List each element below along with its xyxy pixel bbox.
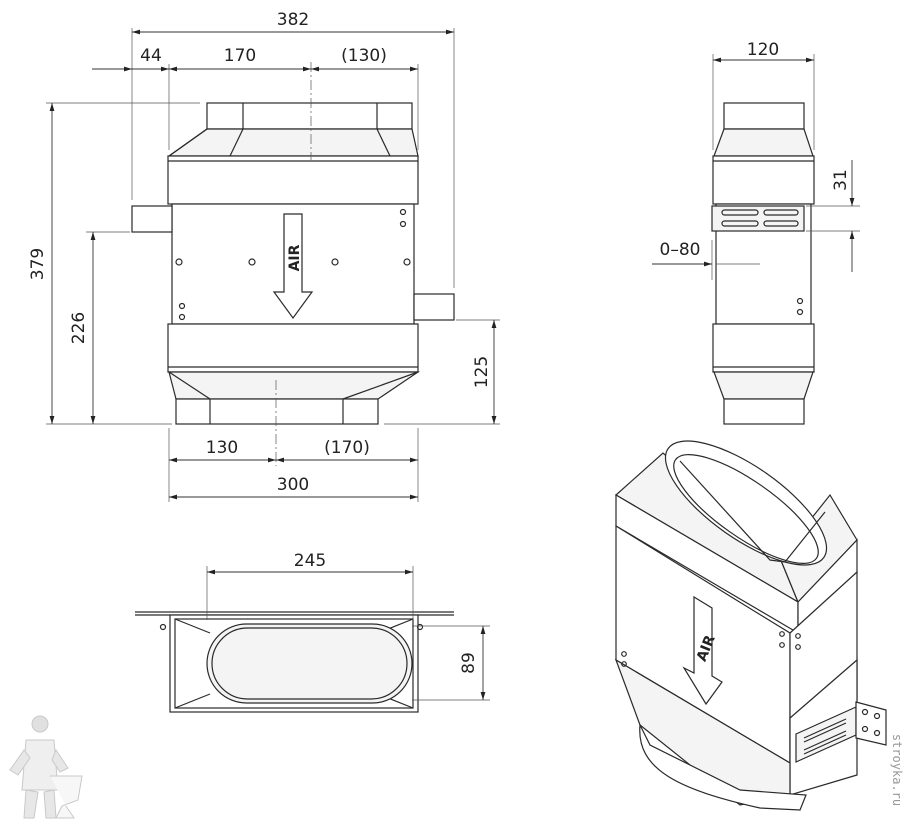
airflow-label: AIR bbox=[287, 244, 303, 271]
isometric-view: AIR bbox=[614, 440, 887, 811]
svg-text:170: 170 bbox=[224, 46, 256, 66]
dimension-382: 382 bbox=[132, 10, 454, 35]
dimension-245: 245 bbox=[207, 551, 413, 575]
dimension-44: 44 bbox=[92, 46, 169, 72]
dimension-170-top: 170 bbox=[169, 46, 311, 72]
svg-text:125: 125 bbox=[472, 356, 492, 388]
svg-text:379: 379 bbox=[28, 248, 48, 280]
dimension-379: 379 bbox=[28, 103, 55, 424]
iso-airflow-arrow bbox=[682, 595, 723, 706]
side-view: 120 31 0–80 bbox=[652, 40, 860, 425]
dimension-130-top: (130) bbox=[311, 46, 418, 72]
front-view: AIR 382 44 170 (130 bbox=[28, 10, 500, 502]
svg-text:245: 245 bbox=[294, 551, 326, 571]
watermark-text: stroyka.ru bbox=[890, 734, 904, 806]
svg-text:0–80: 0–80 bbox=[660, 240, 701, 260]
svg-text:31: 31 bbox=[831, 169, 851, 191]
svg-text:(130): (130) bbox=[341, 46, 387, 66]
svg-text:(170): (170) bbox=[324, 438, 370, 458]
watermark-logo bbox=[9, 715, 83, 819]
dimension-89: 89 bbox=[459, 626, 486, 700]
svg-text:382: 382 bbox=[277, 10, 309, 30]
dimension-170-bottom: (170) bbox=[276, 438, 418, 463]
dimension-0-80: 0–80 bbox=[652, 240, 712, 267]
dimension-226: 226 bbox=[69, 232, 96, 424]
dimension-120: 120 bbox=[713, 40, 814, 63]
svg-text:300: 300 bbox=[277, 475, 309, 495]
svg-text:44: 44 bbox=[140, 46, 162, 66]
svg-text:226: 226 bbox=[69, 312, 89, 344]
airflow-arrow bbox=[272, 213, 314, 320]
dimension-31: 31 bbox=[831, 160, 855, 272]
svg-text:120: 120 bbox=[747, 40, 779, 60]
dimension-300: 300 bbox=[169, 475, 418, 500]
svg-text:89: 89 bbox=[459, 652, 479, 674]
svg-text:130: 130 bbox=[206, 438, 238, 458]
top-view: 245 89 bbox=[135, 551, 490, 713]
dimension-125: 125 bbox=[472, 320, 497, 424]
dimension-130-bottom: 130 bbox=[169, 438, 276, 463]
